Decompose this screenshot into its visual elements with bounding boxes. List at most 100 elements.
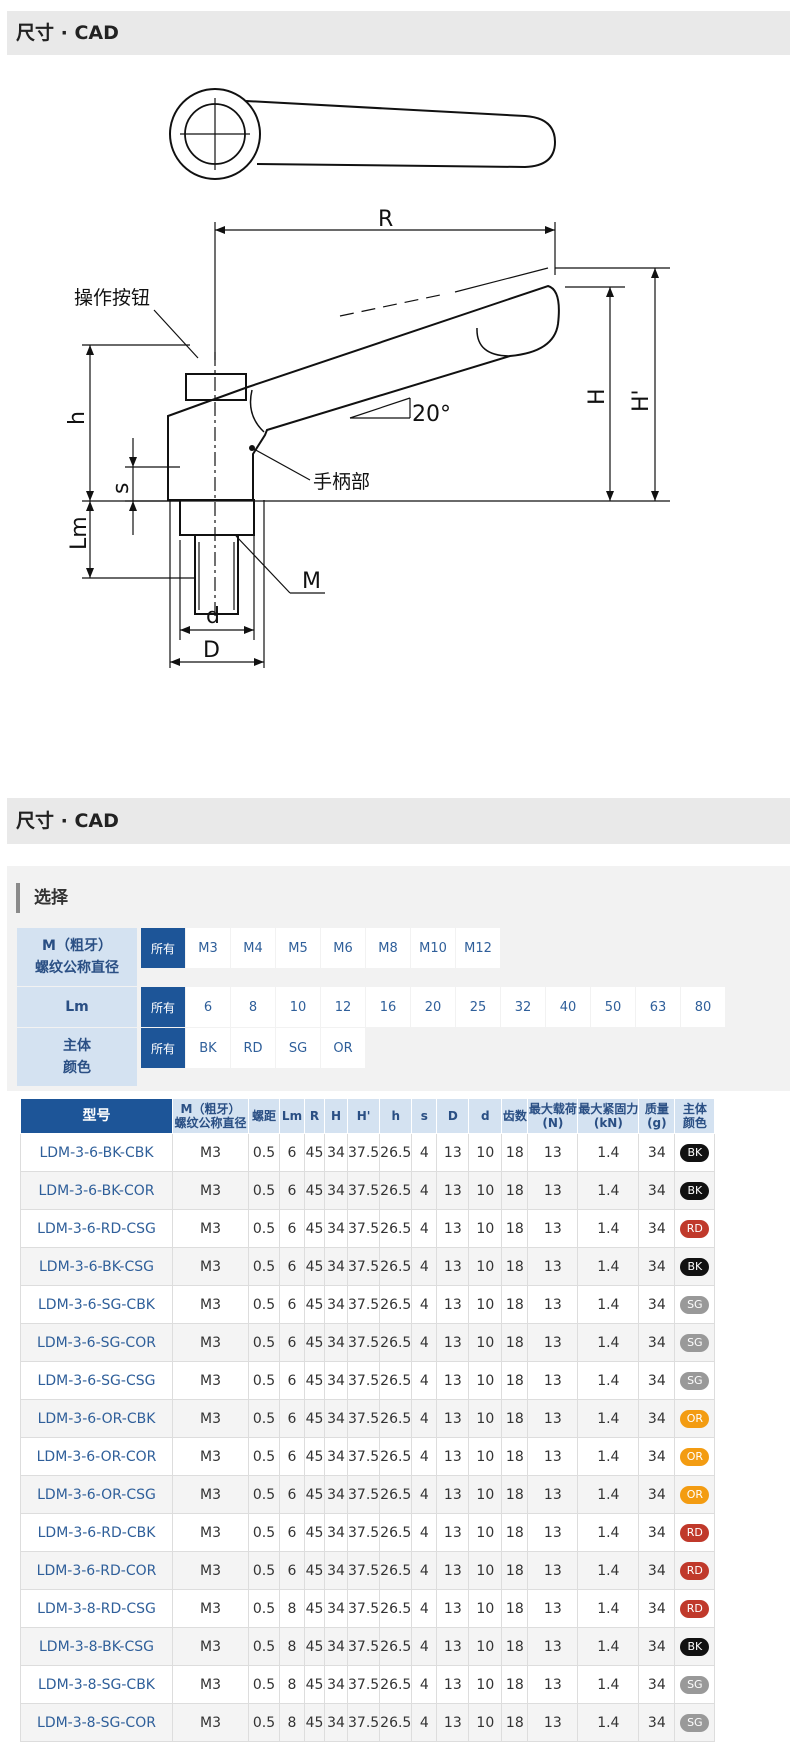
section-title-cad-2: 尺寸 · CAD xyxy=(7,798,790,844)
operation-button xyxy=(185,373,247,401)
filter-label-m-line2: 螺纹公称直径 xyxy=(35,960,119,976)
cell-s: 4 xyxy=(411,1247,438,1286)
cell-mass: 34 xyxy=(638,1703,676,1742)
filter-m-m12[interactable]: M12 xyxy=(456,928,500,968)
filter-lm-6[interactable]: 6 xyxy=(186,987,230,1027)
col-m[interactable]: M（粗牙）螺纹公称直径 xyxy=(172,1098,249,1134)
cell-color: SG xyxy=(674,1361,716,1400)
col-H-prime[interactable]: H' xyxy=(346,1098,381,1134)
filter-m-m10[interactable]: M10 xyxy=(411,928,455,968)
cell-s: 4 xyxy=(411,1437,438,1476)
filter-color-all[interactable]: 所有 xyxy=(141,1028,185,1068)
cell-Hp: 37.5 xyxy=(346,1665,381,1704)
col-D[interactable]: D xyxy=(436,1098,470,1134)
filter-lm-25[interactable]: 25 xyxy=(456,987,500,1027)
model-link[interactable]: LDM-3-6-BK-COR xyxy=(20,1171,173,1210)
model-link[interactable]: LDM-3-6-OR-CBK xyxy=(20,1399,173,1438)
cell-s: 4 xyxy=(411,1551,438,1590)
cell-mass: 34 xyxy=(638,1247,676,1286)
hub xyxy=(179,499,255,536)
cell-color: BK xyxy=(674,1627,716,1666)
filter-color-bk[interactable]: BK xyxy=(186,1028,230,1068)
cell-r: 45 xyxy=(304,1703,325,1742)
filter-lm-80[interactable]: 80 xyxy=(681,987,725,1027)
cell-h: 26.5 xyxy=(379,1361,413,1400)
filter-lm-32[interactable]: 32 xyxy=(501,987,545,1027)
cell-D: 13 xyxy=(436,1247,470,1286)
col-teeth[interactable]: 齿数 xyxy=(501,1098,529,1134)
cell-H: 34 xyxy=(324,1627,348,1666)
cell-r: 45 xyxy=(304,1475,325,1514)
filter-lm-all[interactable]: 所有 xyxy=(141,987,185,1027)
col-s[interactable]: s xyxy=(411,1098,438,1134)
cell-Hp: 37.5 xyxy=(346,1437,381,1476)
cell-H: 34 xyxy=(324,1209,348,1248)
model-link[interactable]: LDM-3-6-SG-CSG xyxy=(20,1361,173,1400)
cell-r: 45 xyxy=(304,1627,325,1666)
cell-Hp: 37.5 xyxy=(346,1399,381,1438)
filter-color-or[interactable]: OR xyxy=(321,1028,365,1068)
model-link[interactable]: LDM-3-8-SG-COR xyxy=(20,1703,173,1742)
filter-lm-20[interactable]: 20 xyxy=(411,987,455,1027)
cell-load: 13 xyxy=(527,1323,579,1362)
col-model[interactable]: 型号 xyxy=(20,1098,173,1134)
cell-s: 4 xyxy=(411,1665,438,1704)
model-link[interactable]: LDM-3-6-RD-CBK xyxy=(20,1513,173,1552)
cell-Hp: 37.5 xyxy=(346,1209,381,1248)
filter-lm-8[interactable]: 8 xyxy=(231,987,275,1027)
color-badge: BK xyxy=(680,1637,710,1656)
model-link[interactable]: LDM-3-8-RD-CSG xyxy=(20,1589,173,1628)
label-d: d xyxy=(206,604,220,629)
cell-clamp: 1.4 xyxy=(577,1551,640,1590)
model-link[interactable]: LDM-3-6-RD-COR xyxy=(20,1551,173,1590)
filter-lm-16[interactable]: 16 xyxy=(366,987,410,1027)
col-H[interactable]: H xyxy=(324,1098,348,1134)
filter-color-rd[interactable]: RD xyxy=(231,1028,275,1068)
filter-m-m5[interactable]: M5 xyxy=(276,928,320,968)
filter-m-m8[interactable]: M8 xyxy=(366,928,410,968)
col-lm[interactable]: Lm xyxy=(279,1098,305,1134)
cell-clamp: 1.4 xyxy=(577,1361,640,1400)
cell-H: 34 xyxy=(324,1247,348,1286)
filter-m-m3[interactable]: M3 xyxy=(186,928,230,968)
filter-lm-50[interactable]: 50 xyxy=(591,987,635,1027)
col-clamp-line2: (kN) xyxy=(593,1116,623,1130)
cell-pitch: 0.5 xyxy=(248,1513,280,1552)
filter-lm-63[interactable]: 63 xyxy=(636,987,680,1027)
model-link[interactable]: LDM-3-6-BK-CSG xyxy=(20,1247,173,1286)
cell-m: M3 xyxy=(172,1247,249,1286)
cell-r: 45 xyxy=(304,1589,325,1628)
col-clamp[interactable]: 最大紧固力(kN) xyxy=(577,1098,640,1134)
model-link[interactable]: LDM-3-6-BK-CBK xyxy=(20,1133,173,1172)
col-color[interactable]: 主体颜色 xyxy=(674,1098,716,1134)
cell-m: M3 xyxy=(172,1323,249,1362)
model-link[interactable]: LDM-3-6-SG-CBK xyxy=(20,1285,173,1324)
cell-r: 45 xyxy=(304,1361,325,1400)
model-link[interactable]: LDM-3-8-SG-CBK xyxy=(20,1665,173,1704)
col-h[interactable]: h xyxy=(379,1098,413,1134)
cell-r: 45 xyxy=(304,1551,325,1590)
cell-load: 13 xyxy=(527,1209,579,1248)
color-badge: SG xyxy=(680,1333,710,1352)
col-color-line2: 颜色 xyxy=(682,1116,707,1130)
filter-lm-12[interactable]: 12 xyxy=(321,987,365,1027)
filter-m-m4[interactable]: M4 xyxy=(231,928,275,968)
filter-lm-10[interactable]: 10 xyxy=(276,987,320,1027)
model-link[interactable]: LDM-3-6-OR-COR xyxy=(20,1437,173,1476)
filter-m-m6[interactable]: M6 xyxy=(321,928,365,968)
col-mass[interactable]: 质量(g) xyxy=(638,1098,676,1134)
filter-lm-40[interactable]: 40 xyxy=(546,987,590,1027)
spec-table-header: 型号 M（粗牙）螺纹公称直径 螺距 Lm R H H' h s D d 齿数 最… xyxy=(20,1098,716,1134)
filter-color-sg[interactable]: SG xyxy=(276,1028,320,1068)
model-link[interactable]: LDM-3-6-SG-COR xyxy=(20,1323,173,1362)
model-link[interactable]: LDM-3-6-RD-CSG xyxy=(20,1209,173,1248)
col-r[interactable]: R xyxy=(304,1098,325,1134)
model-link[interactable]: LDM-3-8-BK-CSG xyxy=(20,1627,173,1666)
filter-m-all[interactable]: 所有 xyxy=(141,928,185,968)
col-load[interactable]: 最大载荷(N) xyxy=(527,1098,579,1134)
model-link[interactable]: LDM-3-6-OR-CSG xyxy=(20,1475,173,1514)
col-d[interactable]: d xyxy=(468,1098,503,1134)
col-pitch[interactable]: 螺距 xyxy=(248,1098,280,1134)
